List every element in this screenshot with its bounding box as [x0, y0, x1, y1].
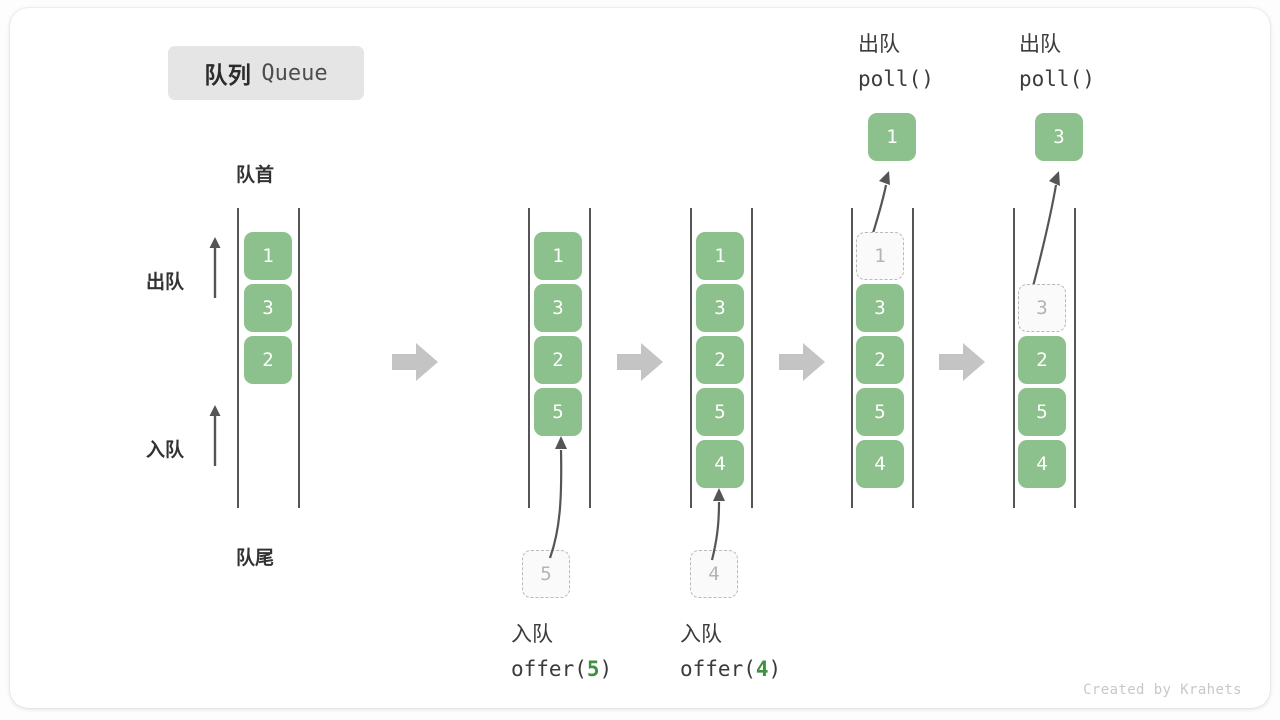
popped-value-cell: 3: [1035, 113, 1083, 161]
operation-chinese: 出队: [858, 33, 900, 56]
rail-right: [298, 208, 300, 508]
operation-argument: 4: [755, 657, 769, 681]
operation-code: offer(4): [680, 657, 782, 681]
rail-left: [237, 208, 239, 508]
rail-left: [851, 208, 853, 508]
label-queue-tail: 队尾: [236, 548, 275, 569]
popped-value-cell: 1: [868, 113, 916, 161]
incoming-ghost-cell: 5: [522, 550, 570, 598]
operation-code: poll(): [858, 67, 934, 91]
queue-cell: 2: [244, 336, 292, 384]
queue-cell: 1: [534, 232, 582, 280]
enqueue-direction-arrow-icon: [209, 405, 221, 466]
queue-cell-removed: 3: [1018, 284, 1066, 332]
rail-left: [528, 208, 530, 508]
operation-code: offer(5): [511, 657, 613, 681]
rail-right: [912, 208, 914, 508]
incoming-ghost-cell: 4: [690, 550, 738, 598]
queue-cell: 4: [1018, 440, 1066, 488]
footer-credit: Created by Krahets: [1083, 682, 1242, 698]
rail-left: [1013, 208, 1015, 508]
queue-cell: 2: [696, 336, 744, 384]
rail-right: [751, 208, 753, 508]
queue-cell: 5: [856, 388, 904, 436]
queue-cell: 1: [696, 232, 744, 280]
operation-label-poll-1: 出队 poll(): [858, 28, 934, 96]
operation-chinese: 入队: [511, 623, 553, 646]
queue-cell-new: 5: [534, 388, 582, 436]
queue-cell: 2: [1018, 336, 1066, 384]
queue-cell: 5: [1018, 388, 1066, 436]
step-arrow-icon: [779, 343, 825, 381]
queue-cell: 5: [696, 388, 744, 436]
enqueue-connector-arrow-icon: [548, 436, 567, 559]
queue-cell-removed: 1: [856, 232, 904, 280]
queue-cell-new: 4: [696, 440, 744, 488]
operation-label-poll-2: 出队 poll(): [1019, 28, 1095, 96]
label-enqueue-direction: 入队: [146, 440, 185, 461]
queue-cell: 1: [244, 232, 292, 280]
title-chinese: 队列: [204, 62, 252, 88]
label-queue-head: 队首: [236, 165, 275, 186]
rail-left: [690, 208, 692, 508]
operation-argument: 5: [586, 657, 600, 681]
operation-chinese: 入队: [680, 623, 722, 646]
queue-cell: 3: [696, 284, 744, 332]
title-english: Queue: [261, 60, 328, 86]
queue-cell: 2: [534, 336, 582, 384]
dequeue-direction-arrow-icon: [209, 237, 221, 298]
diagram-title-chip: 队列 Queue: [168, 46, 364, 100]
operation-label-offer-5: 入队 offer(5): [511, 618, 612, 686]
dequeue-connector-arrow-icon: [1028, 171, 1060, 299]
step-arrow-icon: [939, 343, 985, 381]
operation-label-offer-4: 入队 offer(4): [680, 618, 781, 686]
queue-cell: 4: [856, 440, 904, 488]
queue-cell: 2: [856, 336, 904, 384]
operation-chinese: 出队: [1019, 33, 1061, 56]
queue-cell: 3: [856, 284, 904, 332]
step-arrow-icon: [617, 343, 663, 381]
queue-cell: 3: [534, 284, 582, 332]
rail-right: [589, 208, 591, 508]
label-dequeue-direction: 出队: [146, 272, 185, 293]
enqueue-connector-arrow-icon: [710, 488, 725, 561]
queue-cell: 3: [244, 284, 292, 332]
operation-code: poll(): [1019, 67, 1095, 91]
rail-right: [1074, 208, 1076, 508]
step-arrow-icon: [392, 343, 438, 381]
